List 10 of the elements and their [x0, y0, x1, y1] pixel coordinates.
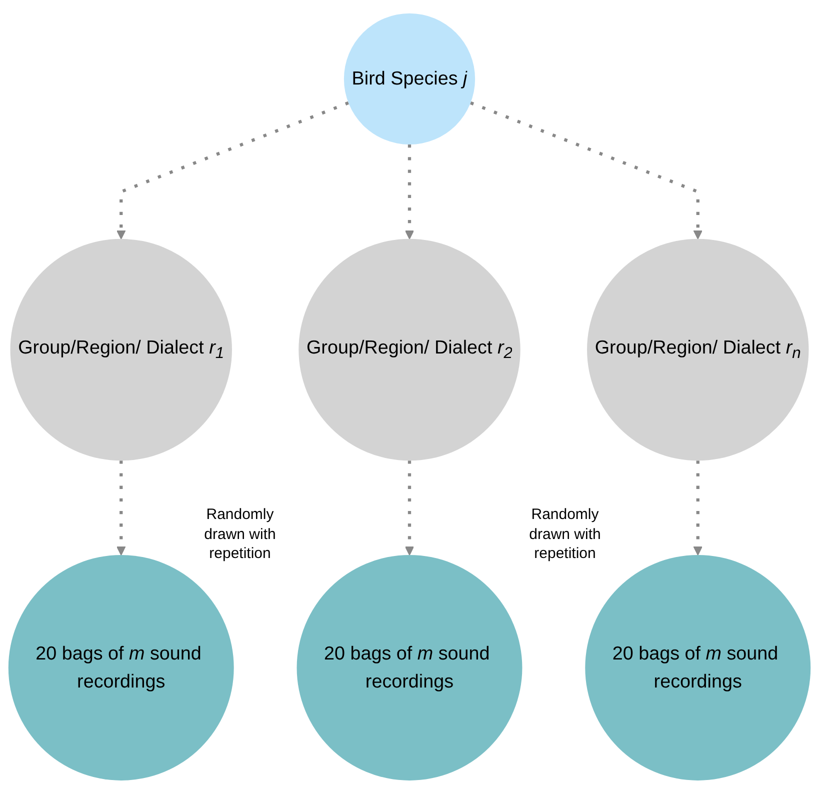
- arrow: [470, 101, 702, 240]
- arrow: [116, 460, 126, 556]
- arrow: [404, 460, 414, 556]
- node-circle: 20 bags of m sound recordings: [296, 555, 522, 781]
- arrow: [116, 101, 349, 240]
- arrow: [693, 460, 702, 556]
- node-circle: Group/Region/ Dialect r$_{2}$: [298, 238, 520, 461]
- node-circle: Group/Region/ Dialect r$_{n}$: [587, 238, 809, 461]
- arrow: [404, 144, 414, 240]
- node-circle: Group/Region/ Dialect r$_{1}$: [10, 238, 232, 461]
